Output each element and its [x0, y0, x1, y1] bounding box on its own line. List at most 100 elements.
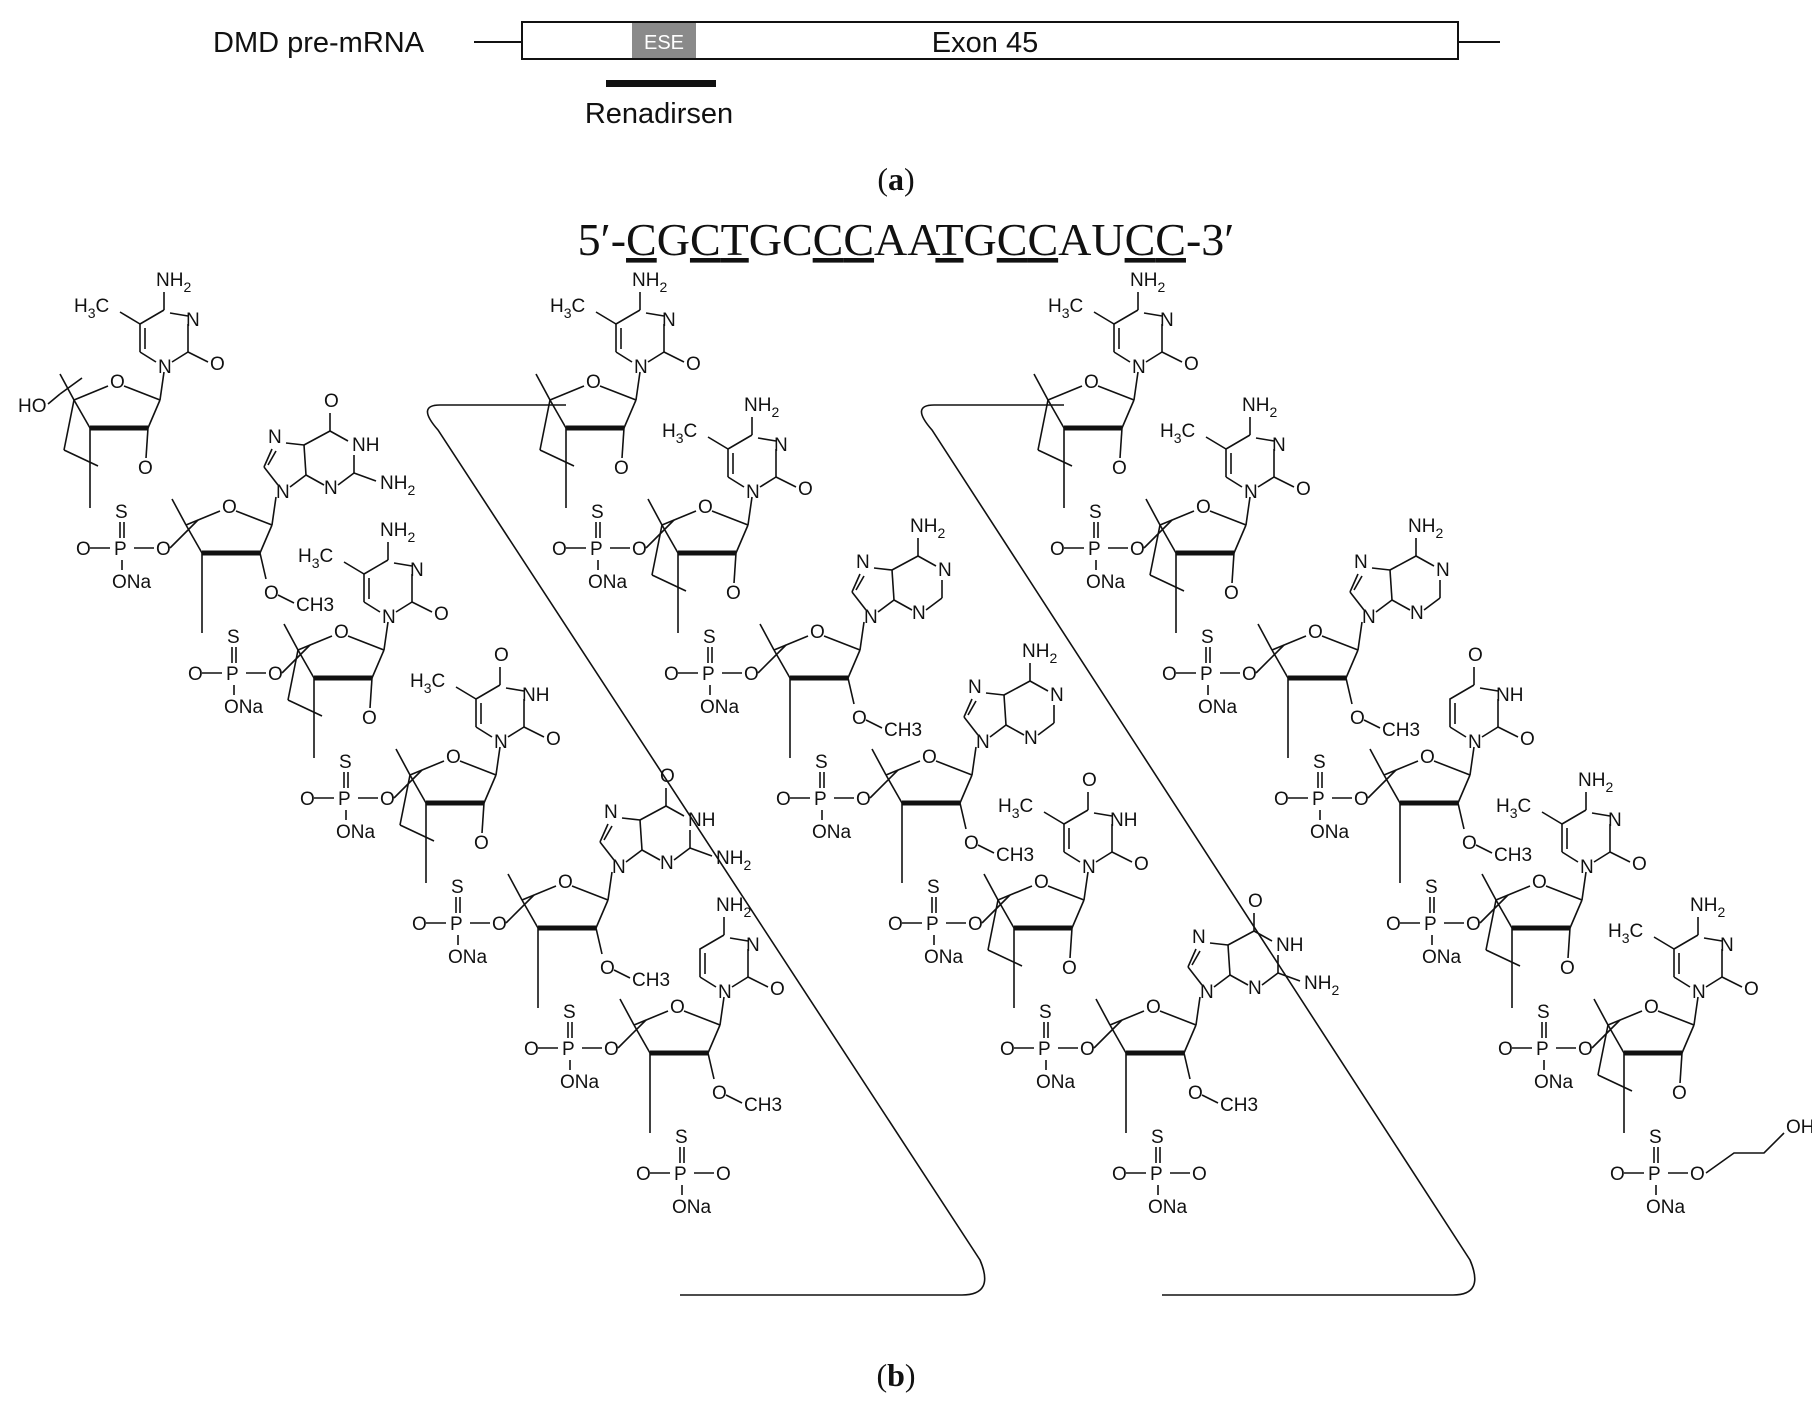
- nitrogen-label: N: [912, 603, 926, 624]
- amino-label: NH2: [1304, 973, 1339, 998]
- bond: [959, 802, 967, 830]
- phosphate-oxygen-label: O: [1354, 789, 1369, 810]
- bond: [661, 510, 697, 526]
- bond: [169, 312, 189, 317]
- phosphate-oxygen-label: O: [968, 914, 983, 935]
- bond: [985, 692, 1005, 696]
- sodium-salt-label: ONa: [112, 572, 152, 593]
- bond: [1121, 399, 1135, 429]
- oxygen-label: O: [1184, 354, 1199, 375]
- sequence-letter: G: [657, 214, 690, 265]
- ring-oxygen-label: O: [110, 372, 125, 393]
- nitrogen-label: N: [1468, 732, 1482, 753]
- phosphate-oxygen-label: O: [1080, 1039, 1095, 1060]
- bond: [383, 621, 389, 651]
- bond: [409, 760, 445, 776]
- bond: [641, 849, 661, 861]
- oxygen-label: O: [1468, 645, 1483, 666]
- phosphate-oxygen-label: O: [1112, 1164, 1127, 1185]
- bond: [1119, 427, 1123, 459]
- bond: [1497, 726, 1519, 738]
- phosphorus-label: P: [338, 789, 351, 810]
- phosphate-oxygen-label: O: [380, 789, 395, 810]
- bond: [139, 309, 165, 352]
- bond: [847, 677, 855, 705]
- bond: [395, 748, 411, 776]
- nitrogen-label: N: [1160, 310, 1174, 331]
- bond: [283, 623, 299, 651]
- phosphate-oxygen-label: O: [300, 789, 315, 810]
- bond: [523, 726, 545, 738]
- bond: [1161, 351, 1183, 363]
- bond: [1367, 769, 1397, 799]
- bond: [595, 899, 609, 929]
- nitrogen-label: N: [938, 560, 952, 581]
- bond: [271, 496, 277, 526]
- sodium-salt-label: ONa: [1534, 1072, 1574, 1093]
- bond: [1071, 899, 1085, 929]
- bond: [959, 774, 973, 804]
- bond: [647, 351, 665, 363]
- bond: [707, 1052, 715, 1080]
- bond: [187, 351, 209, 363]
- bond: [719, 996, 725, 1026]
- bond: [1321, 635, 1359, 651]
- bond: [549, 385, 585, 401]
- phosphorus-label: P: [562, 1039, 575, 1060]
- sulfur-label: S: [1425, 877, 1438, 898]
- bond: [1679, 1052, 1683, 1084]
- methyl-label: H3C: [550, 296, 585, 321]
- bond: [865, 719, 883, 729]
- bond: [997, 899, 1015, 929]
- oligo-bar: [606, 80, 716, 87]
- bond: [1005, 724, 1025, 736]
- bond: [1095, 998, 1111, 1026]
- phosphorus-label: P: [926, 914, 939, 935]
- bond: [1693, 996, 1699, 1026]
- sodium-salt-label: ONa: [224, 697, 264, 718]
- bond: [1449, 684, 1475, 727]
- bond: [409, 774, 427, 804]
- bond: [1389, 569, 1393, 601]
- bond: [277, 594, 295, 604]
- bond: [47, 393, 61, 405]
- bond: [1597, 1074, 1633, 1092]
- bond: [1183, 1024, 1197, 1054]
- caption-b: (b): [876, 1357, 915, 1393]
- bond: [773, 649, 791, 679]
- nitrogen-label: N: [662, 310, 676, 331]
- bond: [481, 802, 485, 834]
- phosphate-oxygen-label: O: [76, 539, 91, 560]
- bond: [599, 841, 615, 861]
- bond: [859, 621, 865, 651]
- amino-label: NH2: [156, 270, 191, 295]
- phosphate-oxygen-label: O: [1242, 664, 1257, 685]
- bond: [1383, 774, 1401, 804]
- bond: [329, 430, 349, 442]
- sodium-salt-label: ONa: [924, 947, 964, 968]
- sulfur-label: S: [1039, 1002, 1052, 1023]
- bond: [877, 599, 895, 613]
- oxygen-label: O: [1744, 979, 1759, 1000]
- ring-oxygen-label: O: [1196, 497, 1211, 518]
- bond: [297, 635, 333, 651]
- oxygen-label: O: [964, 833, 979, 854]
- phosphorus-label: P: [226, 664, 239, 685]
- bond: [303, 430, 331, 446]
- bond: [1133, 371, 1139, 401]
- bond: [505, 687, 525, 692]
- nitrogen-label: N: [1410, 603, 1424, 624]
- bond: [725, 1094, 743, 1104]
- amino-label: NH2: [380, 520, 415, 545]
- nitrogen-label: N: [968, 677, 982, 698]
- nitrogen-label: N: [746, 935, 760, 956]
- bond: [169, 519, 199, 549]
- phosphorus-label: P: [590, 539, 603, 560]
- methyl-label: H3C: [74, 296, 109, 321]
- phosphate-oxygen-label: O: [1386, 914, 1401, 935]
- bond: [185, 524, 203, 554]
- bond: [989, 724, 1007, 738]
- bond: [1201, 1094, 1219, 1104]
- sodium-salt-label: ONa: [672, 1197, 712, 1218]
- sulfur-label: S: [563, 1002, 576, 1023]
